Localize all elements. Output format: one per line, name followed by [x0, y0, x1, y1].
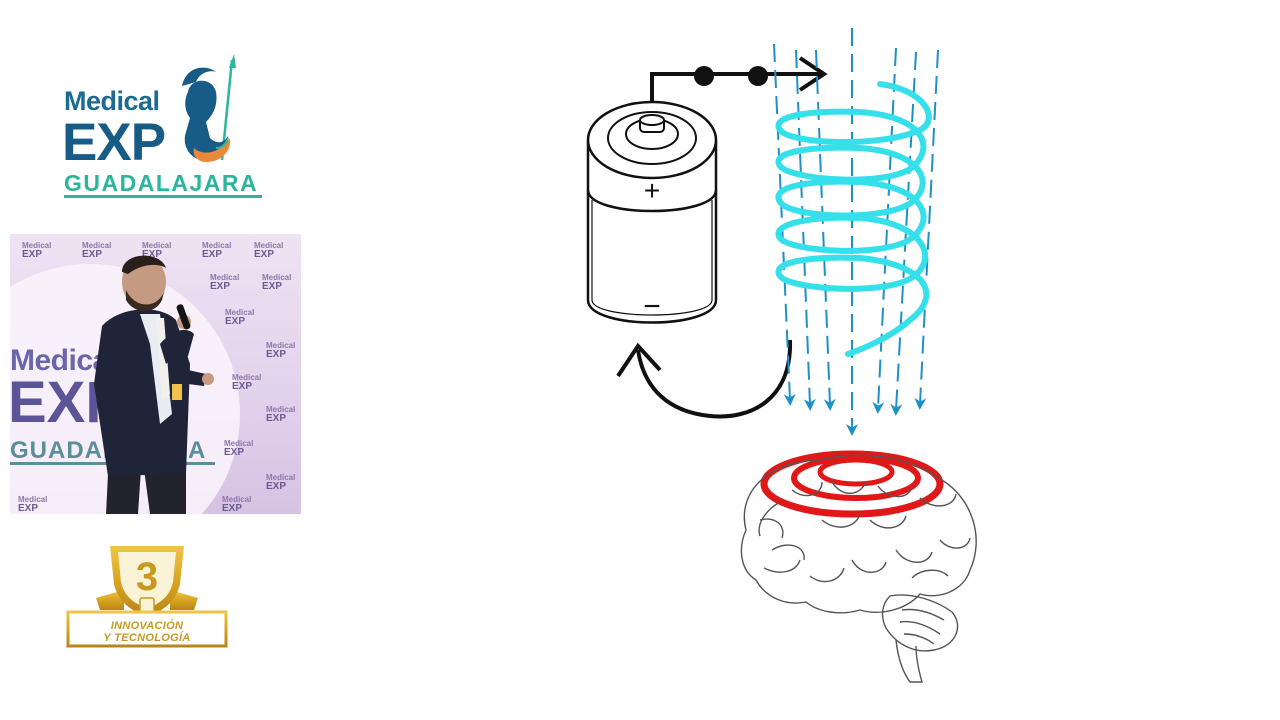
- magnetic-field-lines: [773, 28, 939, 436]
- tms-diagram: + −: [586, 28, 977, 683]
- badge-line1: INNOVACIÓN: [110, 620, 184, 632]
- charge-dot: [694, 66, 714, 86]
- athena-helmet-icon: [182, 54, 236, 162]
- coil-icon: [775, 81, 932, 357]
- innovation-technology-badge: 3 INNOVACIÓN Y TECNOLOGÍA: [66, 540, 228, 650]
- shield-badge-icon: 3: [66, 546, 228, 648]
- eddy-current-rings: [760, 450, 944, 518]
- speaker-figure: [94, 255, 214, 514]
- medical-expo-logo: Medical EXP GUADALAJARA: [58, 52, 273, 202]
- badge-number: 3: [136, 555, 158, 599]
- battery-minus-sign: −: [643, 290, 661, 323]
- battery-icon: + −: [586, 100, 718, 324]
- badge-line2: Y TECNOLOGÍA: [103, 632, 191, 644]
- return-current-arrow: [616, 339, 793, 419]
- charge-dot: [748, 66, 768, 86]
- logo-medical-text: Medical: [64, 86, 160, 116]
- battery-plus-sign: +: [644, 175, 660, 206]
- brain-icon: [740, 454, 977, 683]
- circuit-wire: [650, 56, 828, 102]
- logo-city-text: GUADALAJARA: [64, 170, 259, 196]
- logo-exp-text: EXP: [62, 113, 166, 172]
- logo-underline: [64, 195, 262, 198]
